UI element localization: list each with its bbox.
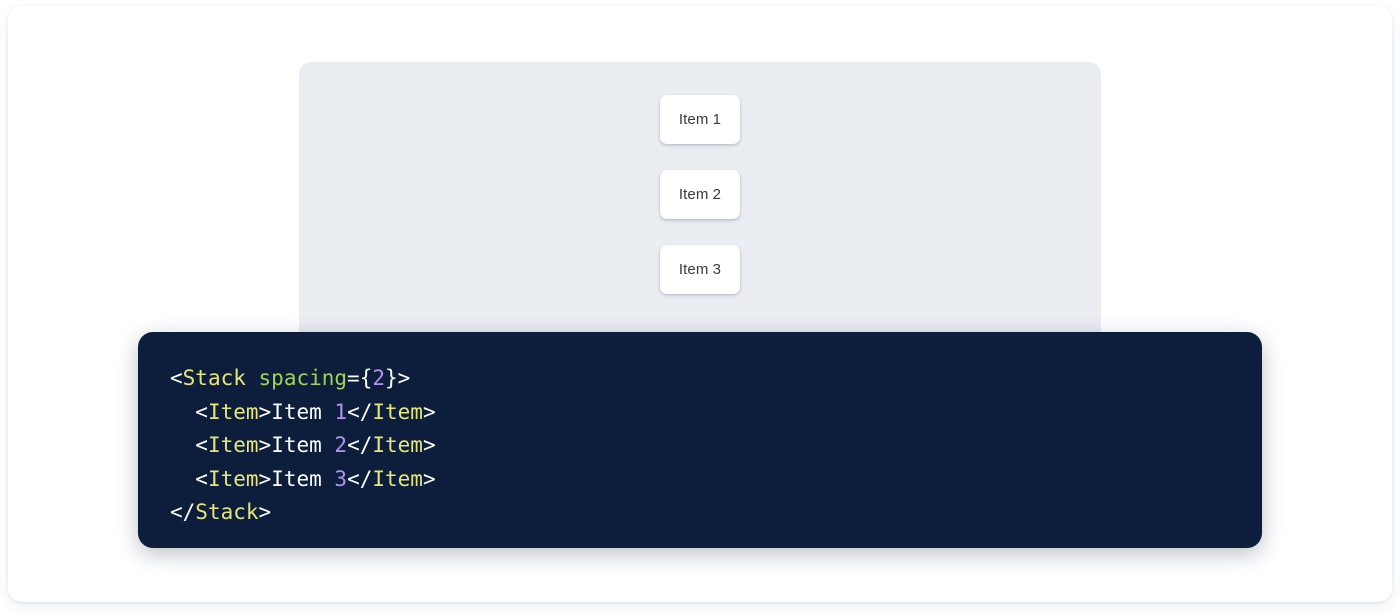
code-token-punct: </ [347, 399, 373, 424]
code-token-tag: Item [372, 466, 423, 491]
component-preview-panel: Item 1 Item 2 Item 3 [299, 62, 1101, 352]
code-token-punct [170, 400, 195, 424]
stack-item[interactable]: Item 1 [660, 95, 740, 144]
code-token-punct: > [422, 433, 436, 458]
code-snippet-card: <Stack spacing={2}> <Item>Item 1</Item> … [138, 332, 1262, 548]
code-token-tag: Item [207, 399, 259, 424]
code-token-tag: Item [207, 466, 259, 491]
code-token-punct: < [170, 366, 183, 390]
stack-item[interactable]: Item 2 [660, 170, 740, 219]
code-token-punct: { [359, 366, 373, 390]
code-token-punct [170, 467, 195, 491]
code-token-tag: Stack [182, 366, 246, 390]
code-token-tag: Stack [195, 500, 259, 525]
stack-item[interactable]: Item 3 [660, 245, 740, 294]
code-token-punct: </ [347, 433, 373, 458]
code-token-text: Item [271, 399, 335, 424]
code-token-tag: Item [372, 399, 423, 424]
code-token-num: 3 [334, 466, 348, 491]
code-token-num: 1 [334, 399, 348, 424]
code-token-punct: } [385, 366, 398, 390]
code-token-num: 2 [334, 433, 348, 458]
code-token-punct: </ [347, 466, 373, 491]
code-token-punct [246, 366, 259, 390]
code-token-num: 2 [372, 366, 386, 390]
stack-item-label: Item 2 [678, 186, 722, 203]
code-token-punct: > [422, 399, 436, 424]
code-token-punct: > [258, 399, 272, 424]
code-line: <Item>Item 1</Item> [170, 399, 436, 424]
code-token-attr: spacing [258, 366, 348, 390]
code-token-punct: < [195, 399, 208, 424]
stack-item-label: Item 3 [678, 261, 722, 278]
code-token-punct: > [258, 500, 272, 525]
code-line: </Stack> [170, 500, 271, 524]
code-token-tag: Item [207, 433, 259, 458]
code-token-punct: </ [170, 500, 196, 525]
code-token-punct: > [397, 366, 411, 390]
code-token-text: Item [271, 466, 335, 491]
code-token-tag: Item [372, 433, 423, 458]
code-token-text: Item [271, 433, 335, 458]
code-block[interactable]: <Stack spacing={2}> <Item>Item 1</Item> … [170, 362, 1262, 530]
code-token-punct: < [195, 466, 208, 491]
code-line: <Item>Item 2</Item> [170, 433, 436, 458]
code-token-punct [170, 433, 195, 457]
code-line: <Item>Item 3</Item> [170, 466, 436, 491]
code-token-punct: > [258, 433, 272, 458]
code-token-punct: < [195, 433, 208, 458]
code-line: <Stack spacing={2}> [170, 366, 410, 390]
stack-container: Item 1 Item 2 Item 3 [660, 95, 740, 294]
code-token-punct: = [347, 366, 360, 390]
stack-item-label: Item 1 [678, 111, 722, 128]
code-token-punct: > [258, 466, 272, 491]
code-token-punct: > [422, 466, 436, 491]
